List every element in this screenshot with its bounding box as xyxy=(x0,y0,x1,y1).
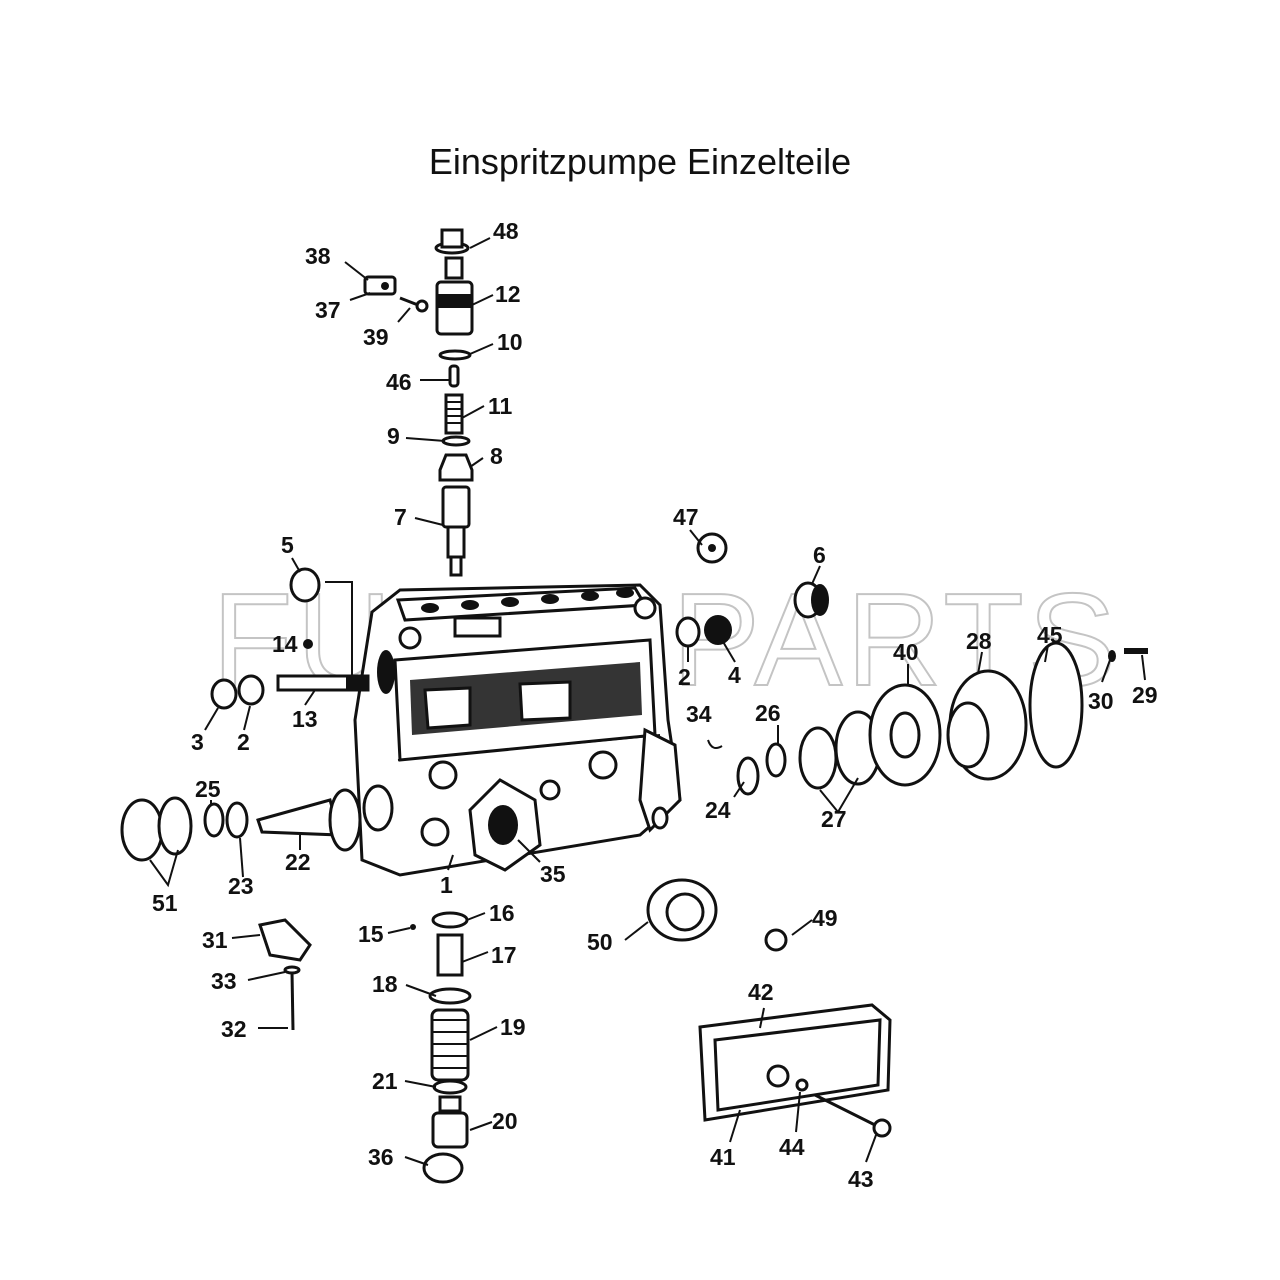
callout-38: 38 xyxy=(305,243,331,269)
callout-16: 16 xyxy=(489,900,515,926)
callout-50: 50 xyxy=(587,929,613,955)
callout-21: 21 xyxy=(372,1068,398,1094)
callout-28: 28 xyxy=(966,628,992,654)
callout-47: 47 xyxy=(673,504,699,530)
callout-9: 9 xyxy=(387,423,400,449)
callout-2-right: 2 xyxy=(678,664,691,690)
callout-11: 11 xyxy=(488,393,513,419)
upper-right-small-parts xyxy=(675,532,829,648)
pump-housing xyxy=(353,583,682,877)
callout-24: 24 xyxy=(705,797,731,823)
callout-1: 1 xyxy=(440,872,453,898)
callout-41: 41 xyxy=(710,1144,736,1170)
bracket-parts xyxy=(258,918,312,1031)
callout-30: 30 xyxy=(1088,688,1114,714)
drive-end-parts xyxy=(707,641,1148,796)
callout-31: 31 xyxy=(202,927,228,953)
callout-12: 12 xyxy=(495,281,521,307)
callout-39: 39 xyxy=(363,324,389,350)
callout-29: 29 xyxy=(1132,682,1158,708)
callout-43: 43 xyxy=(848,1166,874,1192)
callout-2-left: 2 xyxy=(237,729,250,755)
callout-17: 17 xyxy=(491,942,517,968)
clamp-parts xyxy=(363,275,429,313)
callout-18: 18 xyxy=(372,971,398,997)
callout-33: 33 xyxy=(211,968,237,994)
callout-45: 45 xyxy=(1037,622,1063,648)
leader-lines xyxy=(149,237,1146,1166)
callout-44: 44 xyxy=(779,1134,805,1160)
callout-46: 46 xyxy=(386,369,412,395)
callout-10: 10 xyxy=(497,329,523,355)
callout-22: 22 xyxy=(285,849,311,875)
callout-25: 25 xyxy=(195,776,221,802)
callout-6: 6 xyxy=(813,542,826,568)
callout-20: 20 xyxy=(492,1108,518,1134)
delivery-valve-stack xyxy=(434,228,474,577)
diagram-title: Einspritzpumpe Einzelteile xyxy=(428,141,852,182)
left-side-parts xyxy=(210,567,370,710)
callout-7: 7 xyxy=(394,504,407,530)
callout-23: 23 xyxy=(228,873,254,899)
callout-14: 14 xyxy=(272,631,298,657)
callout-labels: 48 38 37 39 12 10 46 11 9 8 7 5 14 13 3 … xyxy=(152,218,1158,1192)
callout-51: 51 xyxy=(152,890,178,916)
callout-48: 48 xyxy=(493,218,519,244)
callout-27: 27 xyxy=(821,806,847,832)
callout-15: 15 xyxy=(358,921,384,947)
inspection-cover xyxy=(698,1003,892,1138)
top-rail xyxy=(395,586,648,638)
callout-8: 8 xyxy=(490,443,503,469)
callout-49: 49 xyxy=(812,905,838,931)
callout-26: 26 xyxy=(755,700,781,726)
cover-parts xyxy=(646,878,788,952)
plunger-stack xyxy=(410,911,472,1184)
callout-3: 3 xyxy=(191,729,204,755)
callout-19: 19 xyxy=(500,1014,526,1040)
callout-42: 42 xyxy=(748,979,774,1005)
callout-36: 36 xyxy=(368,1144,394,1170)
callout-13: 13 xyxy=(292,706,318,732)
callout-40: 40 xyxy=(893,639,919,665)
callout-37: 37 xyxy=(315,297,341,323)
callout-34: 34 xyxy=(686,701,712,727)
shaft-end-parts xyxy=(120,788,362,862)
callout-35: 35 xyxy=(540,861,566,887)
callout-32: 32 xyxy=(221,1016,247,1042)
callout-5: 5 xyxy=(281,532,294,558)
callout-4: 4 xyxy=(728,662,741,688)
